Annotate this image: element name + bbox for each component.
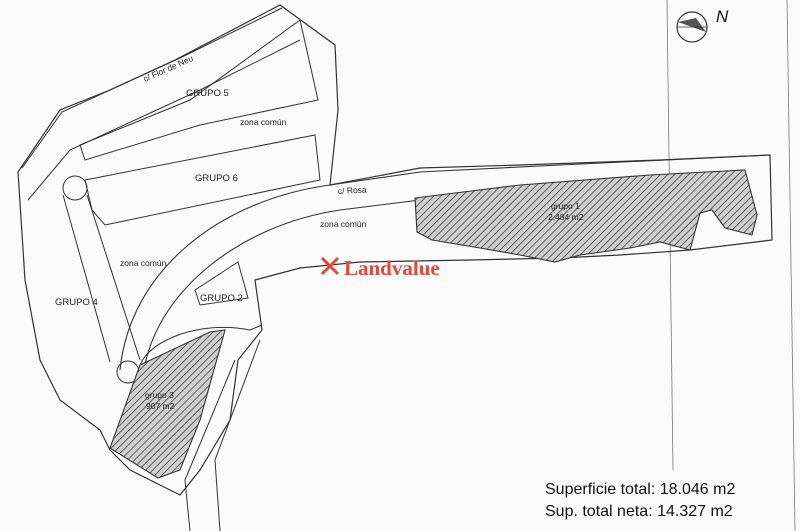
- rosa-road: [119, 154, 771, 371]
- roundabout-north: [62, 175, 88, 201]
- net-area-text: Sup. total neta: 14.327 m2: [545, 503, 733, 520]
- flor-de-neu-road: [21, 7, 301, 201]
- street-label-rosa: c/ Rosa: [338, 184, 368, 196]
- grupo1-parcel: [414, 169, 758, 263]
- landvalue-logo-icon: [320, 256, 340, 276]
- grupo3-name: grupo 3: [145, 390, 174, 400]
- total-area-text: Superficie total: 18.046 m2: [545, 481, 735, 498]
- south-boundary-lines: [184, 339, 261, 531]
- grupo1-area: 2.484 m2: [548, 212, 584, 222]
- internal-road-west: [62, 194, 141, 363]
- grupo3-parcel: [109, 329, 226, 479]
- watermark-text: Landvalue: [344, 256, 440, 280]
- grupo4-label: GRUPO 4: [55, 297, 98, 308]
- grupo2-block: [194, 261, 249, 306]
- grupo2-label: GRUPO 2: [200, 293, 243, 304]
- grupo5-block: [79, 19, 319, 161]
- grupo5-label: GRUPO 5: [186, 88, 229, 99]
- rosa-road-inner: [139, 324, 263, 366]
- grupo1-name: grupo 1: [551, 201, 580, 211]
- common-zone-label-a: zona común: [240, 117, 287, 127]
- grupo6-label: GRUPO 6: [195, 173, 238, 184]
- common-zone-label-b: zona común: [320, 219, 367, 229]
- site-boundary: [17, 4, 773, 496]
- common-zone-label-c: zona común: [120, 258, 167, 268]
- north-compass-icon: [676, 11, 708, 43]
- grupo6-block: [84, 134, 321, 226]
- street-label-flor-de-neu: c/ Flor de Neu: [142, 53, 195, 84]
- reference-line-right: [786, 0, 796, 531]
- grupo3-area: 907 m2: [146, 401, 175, 411]
- north-label: N: [716, 7, 729, 26]
